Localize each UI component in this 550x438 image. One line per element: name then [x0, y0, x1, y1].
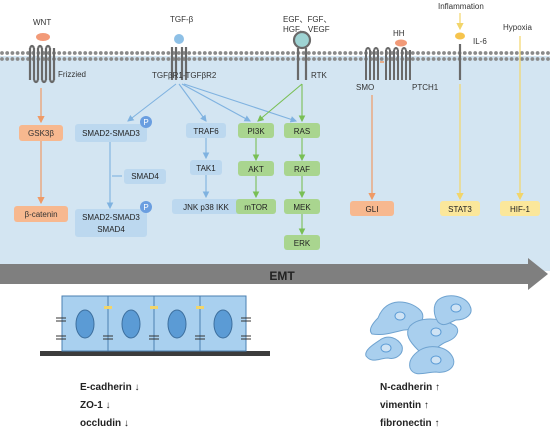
frizzled-label: Frizzied	[58, 70, 86, 79]
rtk-receptor-icon	[292, 30, 312, 80]
smo-label: SMO	[356, 83, 374, 92]
mtor-label: mTOR	[244, 203, 268, 212]
tgfb-label: TGF-β	[170, 15, 194, 24]
mesenchymal-marker-1: N-cadherin ↑	[380, 382, 440, 393]
tgfbr-label: TGFβR1-TGFβR2	[152, 71, 217, 80]
pi3k-node	[238, 123, 274, 138]
wnt-ligand	[36, 33, 50, 41]
epithelial-marker-1: E-cadherin ↓	[80, 382, 139, 393]
gli-node	[350, 201, 394, 216]
gsk3b-node	[19, 125, 63, 141]
epithelial-marker-2: ZO-1 ↓	[80, 400, 111, 411]
tgfb-ligand	[174, 34, 184, 44]
smo-receptor-icon	[365, 47, 379, 80]
wnt-label: WNT	[33, 18, 51, 27]
phospho-label: P	[143, 118, 148, 127]
bcatenin-label: β-catenin	[24, 210, 57, 219]
tak1-label: TAK1	[196, 164, 216, 173]
cytoplasm-region	[0, 56, 550, 271]
hif1-node	[500, 201, 540, 216]
raf-label: RAF	[294, 165, 310, 174]
il6-ligand	[455, 32, 465, 40]
epithelial-cells	[40, 295, 270, 356]
rtk-arrows	[252, 83, 306, 236]
traf6-label: TRAF6	[193, 127, 219, 136]
hh-label: HH	[393, 29, 405, 38]
hypoxia-label: Hypoxia	[503, 23, 532, 32]
mesenchymal-nuclei	[380, 303, 462, 365]
cell-membrane	[0, 51, 550, 61]
phospho-label-complex: P	[143, 203, 148, 212]
tgfb-arrows	[106, 83, 298, 210]
hh-ligand	[395, 39, 407, 47]
frizzled-receptor-icon	[28, 44, 56, 84]
gf-label-line1: EGF、FGF、	[283, 15, 331, 24]
akt-label: AKT	[248, 165, 264, 174]
smad23-label: SMAD2-SMAD3	[82, 129, 140, 138]
ras-label: RAS	[294, 127, 310, 136]
smad23-node	[75, 124, 147, 142]
mek-node	[284, 199, 320, 214]
akt-node	[238, 161, 274, 176]
jnk-label: JNK p38 IKK	[183, 203, 229, 212]
stat3-node	[440, 201, 480, 216]
raf-node	[284, 161, 320, 176]
erk-label: ERK	[294, 239, 311, 248]
ptch1-receptor-icon	[385, 47, 411, 80]
hif1-label: HIF-1	[510, 205, 531, 214]
phospho-badge	[140, 116, 152, 128]
ptch1-label: PTCH1	[412, 83, 439, 92]
smad4-label: SMAD4	[131, 172, 159, 181]
tgfbr-receptor-icon	[170, 47, 188, 80]
smad23b-label: SMAD2-SMAD3	[82, 213, 140, 222]
mtor-node	[236, 199, 276, 214]
stat3-label: STAT3	[448, 205, 472, 214]
ras-node	[284, 123, 320, 138]
tak1-node	[190, 160, 222, 175]
mesenchymal-marker-3: fibronectin ↑	[380, 418, 439, 429]
il6-label: IL-6	[473, 37, 487, 46]
smad4b-label: SMAD4	[97, 225, 125, 234]
mek-label: MEK	[293, 203, 311, 212]
traf6-node	[186, 123, 226, 138]
phospho-badge-complex	[140, 201, 152, 213]
erk-node	[284, 235, 320, 250]
rtk-label: RTK	[311, 71, 328, 80]
jnk-node	[172, 199, 240, 214]
gf-label-line2: HGF、VEGF	[283, 25, 330, 34]
bcatenin-node	[14, 206, 68, 222]
gsk3b-label: GSK3β	[28, 129, 54, 138]
emt-arrow-bar	[0, 258, 548, 290]
epithelial-marker-3: occludin ↓	[80, 418, 129, 429]
smad-complex-node	[75, 209, 147, 237]
mesenchymal-marker-2: vimentin ↑	[380, 400, 429, 411]
inflammation-label: Inflammation	[438, 2, 484, 11]
pi3k-label: PI3K	[247, 127, 265, 136]
smad4-node	[124, 169, 166, 184]
gli-label: GLI	[366, 205, 379, 214]
emt-label: EMT	[269, 269, 295, 283]
